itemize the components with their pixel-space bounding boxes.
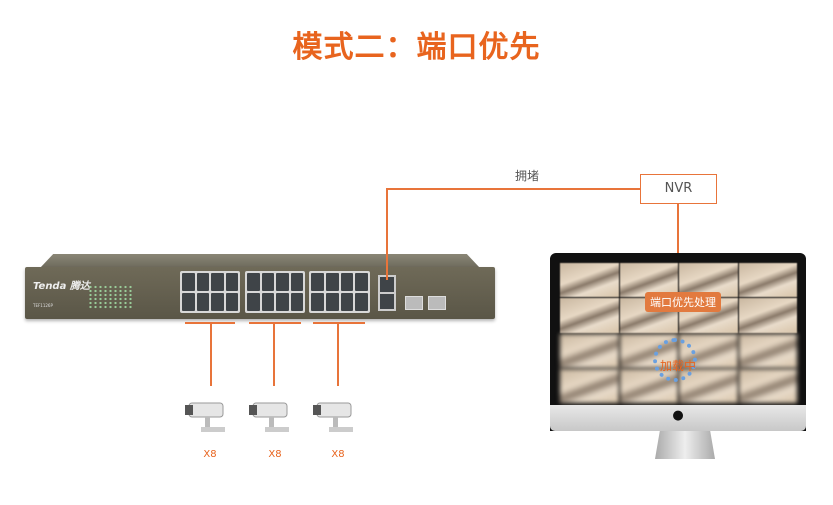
uplink-ports xyxy=(378,275,396,311)
nvr-link xyxy=(677,204,679,256)
port-group-1 xyxy=(180,271,240,313)
sfp-port xyxy=(428,296,446,310)
video-wall xyxy=(560,263,797,403)
loading-spinner-icon xyxy=(653,338,697,382)
loading-text: 加载中 xyxy=(660,359,697,373)
camera-icon xyxy=(249,402,289,432)
nvr-box: NVR xyxy=(640,174,717,204)
camera-count: X8 xyxy=(203,449,217,460)
switch-top xyxy=(40,254,480,268)
bracket xyxy=(249,322,301,324)
camera-link xyxy=(337,322,339,386)
port-group-3 xyxy=(309,271,370,313)
camera-icon xyxy=(185,402,225,432)
camera-link xyxy=(273,322,275,386)
page-title: 模式二：端口优先 xyxy=(292,30,541,65)
congestion-label: 拥堵 xyxy=(515,169,540,183)
bracket xyxy=(313,322,365,324)
monitor-chin xyxy=(550,405,806,431)
camera-count: X8 xyxy=(268,449,282,460)
apple-logo-icon: ● xyxy=(672,408,684,423)
priority-badge: 端口优先处理 xyxy=(645,292,721,312)
sfp-port xyxy=(405,296,423,310)
uplink-line xyxy=(386,188,388,280)
switch-logo: Tenda 腾达 xyxy=(33,281,90,292)
camera-count: X8 xyxy=(331,449,345,460)
port-group-2 xyxy=(245,271,305,313)
monitor-stand xyxy=(655,431,715,459)
switch-model: TEF1126P xyxy=(33,303,53,308)
camera-icon xyxy=(313,402,353,432)
uplink-line xyxy=(386,188,640,190)
camera-link xyxy=(210,322,212,386)
led-panel xyxy=(88,285,133,309)
